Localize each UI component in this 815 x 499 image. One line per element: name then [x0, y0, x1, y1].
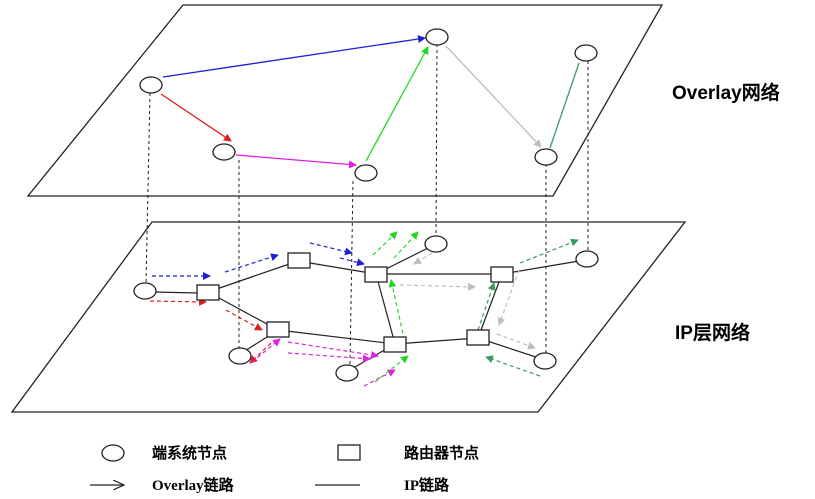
overlay-link-gray — [445, 45, 542, 148]
router-node — [196, 284, 220, 301]
overlay-node — [574, 44, 598, 62]
overlay-nodes — [139, 28, 598, 182]
overlay-link-teal — [549, 62, 580, 149]
router-node — [490, 266, 514, 283]
router-node — [383, 336, 407, 353]
legend-overlay-link-label: Overlay链路 — [152, 478, 234, 494]
legend-router-icon — [337, 444, 361, 461]
end-system-node — [335, 364, 359, 382]
overlay-links — [160, 35, 580, 169]
overlay-node — [425, 28, 449, 46]
end-system-node — [133, 282, 157, 300]
legend-end-system-label: 端系统节点 — [152, 446, 228, 462]
ip-end-nodes — [133, 235, 599, 382]
router-node — [287, 252, 311, 269]
legend-ip-link-label: IP链路 — [404, 478, 450, 494]
router-node — [266, 321, 290, 338]
overlay-node — [139, 76, 163, 94]
end-system-node — [575, 250, 599, 268]
overlay-link-magenta — [235, 154, 357, 169]
end-system-node — [533, 352, 557, 370]
legend-end-system-icon — [101, 444, 125, 462]
overlay-link-red — [160, 93, 232, 142]
overlay-link-blue — [162, 35, 426, 78]
router-node — [364, 266, 388, 283]
overlay-node — [212, 143, 236, 161]
legend-router-label: 路由器节点 — [404, 446, 480, 462]
end-system-node — [228, 347, 252, 365]
end-system-node — [424, 235, 448, 253]
ip-plane — [10, 221, 687, 413]
router-nodes — [196, 252, 514, 353]
ip-overlay-paths — [149, 231, 579, 387]
overlay-link-green — [365, 46, 429, 162]
overlay-plane — [26, 4, 664, 197]
overlay-node — [534, 148, 558, 166]
overlay-layer-title: Overlay网络 — [672, 83, 780, 104]
router-node — [466, 329, 490, 346]
ip-layer-title: IP层网络 — [675, 323, 750, 344]
overlay-node — [354, 164, 378, 182]
